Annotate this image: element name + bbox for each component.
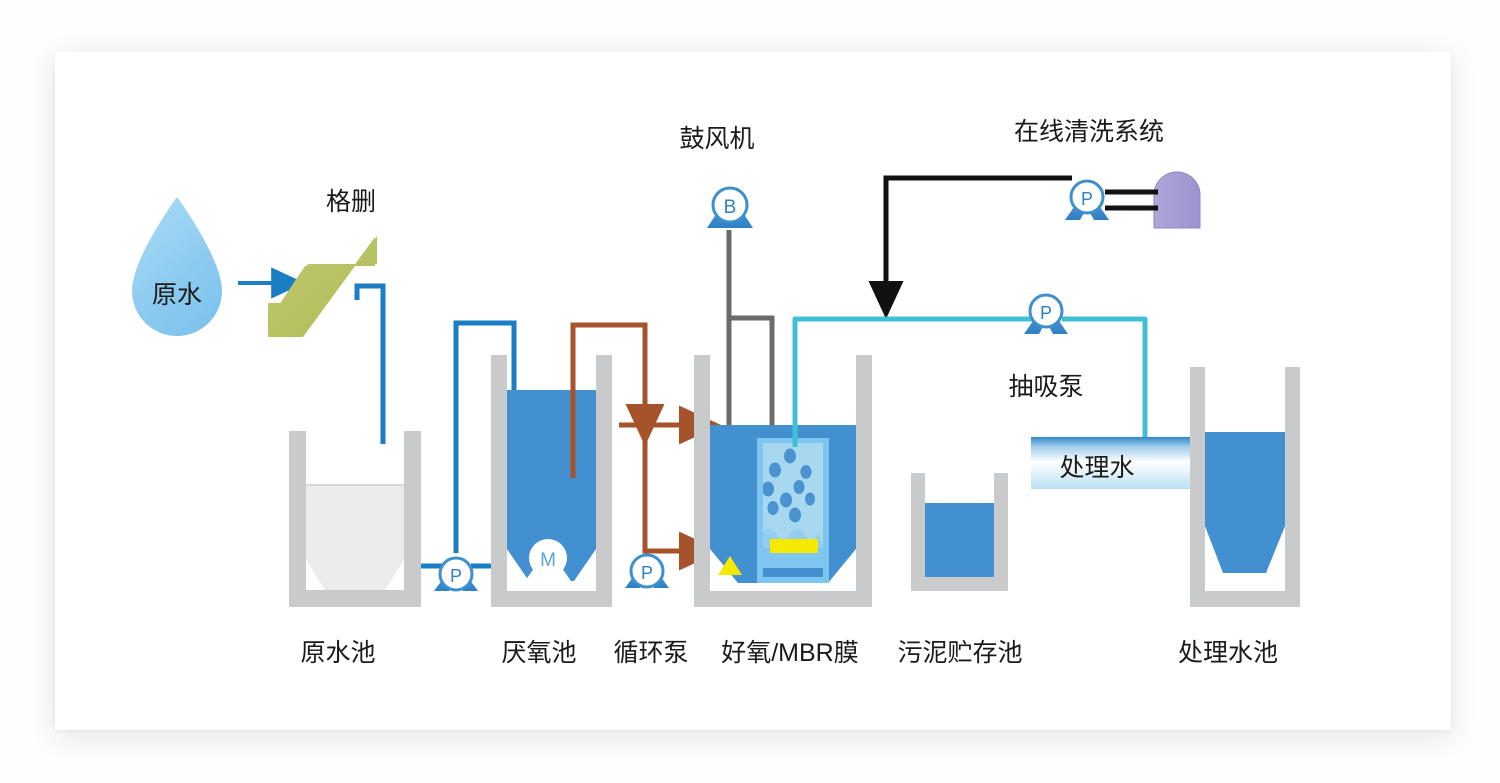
sludge-tank-label: 污泥贮存池 (897, 639, 1022, 667)
treated-water-pipe-label: 处理水 (1059, 454, 1134, 482)
aerator-bar (770, 539, 818, 553)
diagram-card (55, 52, 1451, 730)
pump-letter-p: P (450, 566, 462, 586)
raw-water-drop-label: 原水 (152, 281, 202, 309)
raw-water-tank: 原水池 (289, 431, 421, 667)
cip-tank (1153, 171, 1201, 229)
mixer-letter-m: M (540, 550, 556, 571)
treated-water-pipe: 处理水 (1031, 437, 1191, 489)
permeate-line (792, 316, 1148, 447)
pump-letter-p: P (1040, 303, 1052, 323)
aerator-triangle (718, 556, 742, 575)
aerobic-mbr-tank: 好氧/MBR膜 (694, 355, 872, 667)
anaerobic-to-mbr-pipe (619, 405, 722, 571)
cip-chemical-line (868, 175, 1072, 320)
treated-water-tank-label: 处理水池 (1178, 639, 1278, 667)
cip-system[interactable]: 在线清洗系统 P (1014, 118, 1201, 229)
screen-to-raw-tank-pipe (354, 283, 403, 492)
raw-water-drop: 原水 (132, 197, 222, 336)
blower-unit[interactable]: 鼓风机 B (679, 125, 755, 228)
membrane-bubbles (762, 448, 815, 523)
sludge-storage-tank: 污泥贮存池 (897, 473, 1023, 667)
pump-letter-p: P (1081, 189, 1093, 209)
suction-pump-label: 抽吸泵 (1008, 373, 1083, 401)
blower-label: 鼓风机 (679, 125, 754, 153)
pump-letter-p: P (641, 563, 653, 583)
aerobic-mbr-label: 好氧/MBR膜 (721, 639, 859, 667)
raw-water-tank-label: 原水池 (300, 639, 375, 667)
blower-letter-b: B (724, 197, 737, 218)
circulation-pump[interactable]: P 循环泵 (613, 553, 689, 667)
treated-water-tank: 处理水池 (1178, 367, 1300, 667)
screen-unit: 格删 (268, 188, 377, 337)
anaerobic-tank: M 厌氧池 (491, 355, 612, 667)
recirculation-pipe-to-anaerobic (570, 322, 665, 478)
cip-label: 在线清洗系统 (1014, 118, 1164, 146)
raw-water-feed-pump[interactable]: P (434, 556, 478, 592)
circulation-pump-label: 循环泵 (613, 639, 688, 667)
anaerobic-tank-label: 厌氧池 (501, 639, 576, 667)
screen-label: 格删 (326, 188, 376, 216)
suction-pump[interactable]: P 抽吸泵 (1008, 293, 1084, 401)
